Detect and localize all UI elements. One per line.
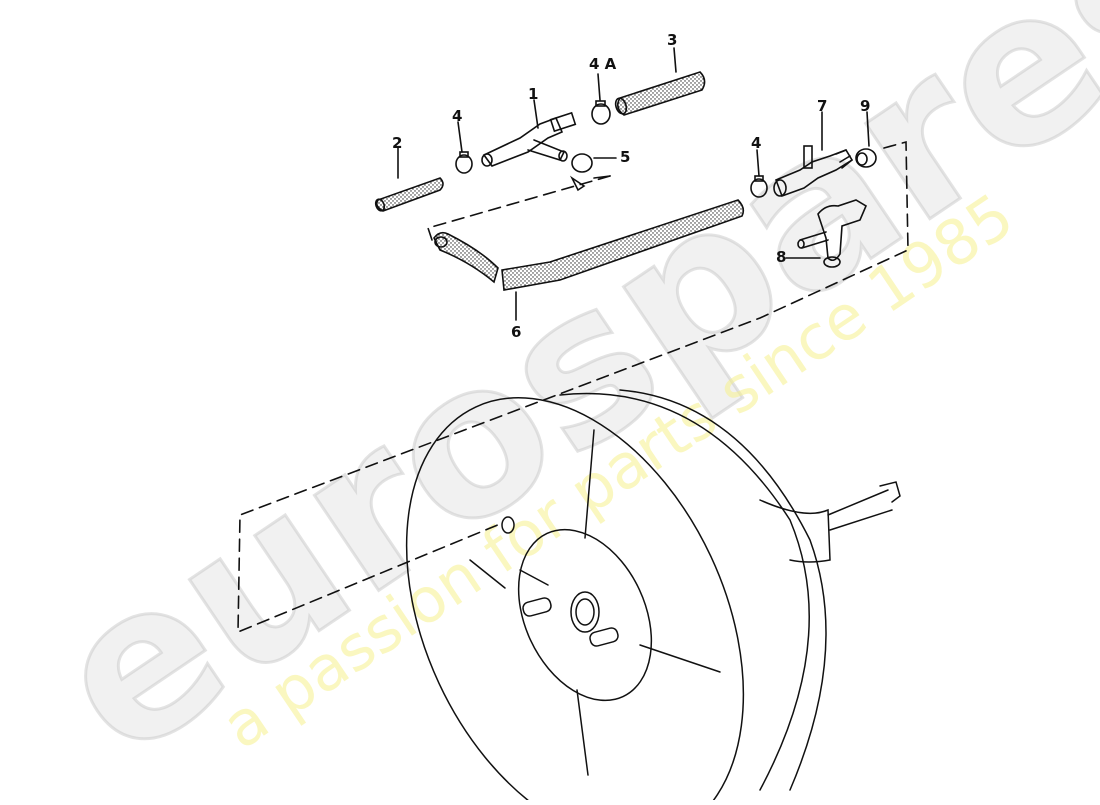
clamp-4-right [750, 178, 768, 198]
clamp-5 [571, 153, 593, 173]
check-valve-8 [797, 199, 868, 268]
callout-4-left: 4 [452, 107, 463, 125]
brake-booster [405, 389, 901, 800]
hose-3 [614, 71, 706, 116]
callout-1: 1 [528, 85, 539, 103]
callout-4-right: 4 [751, 134, 762, 152]
callout-9: 9 [860, 97, 871, 115]
clamp-4-left [455, 154, 473, 174]
callout-8: 8 [776, 248, 787, 266]
callout-2: 2 [392, 134, 403, 152]
callout-5: 5 [620, 148, 631, 166]
t-piece-1 [481, 111, 577, 167]
hose-6 [433, 199, 745, 291]
check-valve-7 [773, 145, 854, 198]
callout-3: 3 [667, 31, 678, 49]
grommet-9 [855, 148, 877, 168]
callout-6: 6 [511, 323, 522, 341]
hose-2 [374, 177, 444, 212]
callout-4A: 4 A [589, 55, 617, 73]
callout-7: 7 [817, 97, 828, 115]
clamp-4A [591, 103, 611, 125]
